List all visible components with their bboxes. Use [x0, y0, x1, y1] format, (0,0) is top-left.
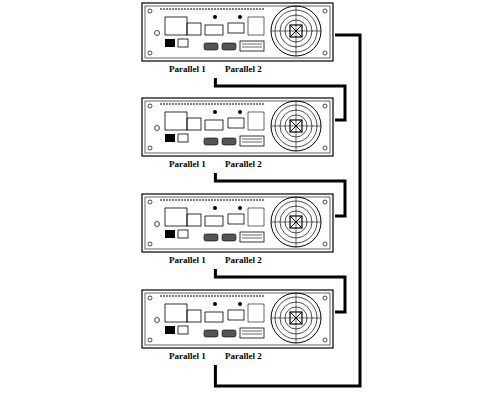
ups-unit: Parallel 1 Parallel 2 — [140, 3, 335, 78]
port-label: Parallel 1 — [168, 255, 207, 265]
port-label: Parallel 2 — [224, 159, 263, 169]
port-label: Parallel 2 — [224, 255, 263, 265]
parallel-cable — [215, 35, 360, 386]
port-label: Parallel 1 — [168, 351, 207, 361]
parallel-cable — [215, 269, 345, 312]
parallel-cable — [215, 78, 345, 120]
ups-unit: Parallel 1 Parallel 2 — [140, 290, 335, 365]
port-label: Parallel 1 — [168, 159, 207, 169]
port-label: Parallel 2 — [224, 351, 263, 361]
port-label: Parallel 1 — [168, 64, 207, 74]
ups-unit: Parallel 1 Parallel 2 — [140, 98, 335, 173]
ups-unit: Parallel 1 Parallel 2 — [140, 194, 335, 269]
port-label: Parallel 2 — [224, 64, 263, 74]
parallel-cable — [215, 173, 345, 216]
